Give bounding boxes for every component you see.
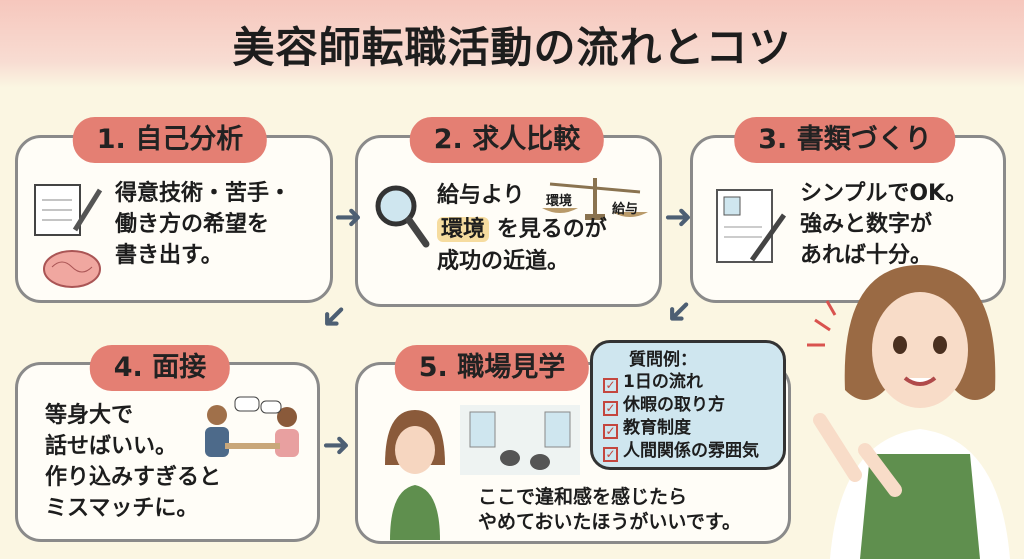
step-4-card: [15, 362, 320, 542]
magnifier-icon: [375, 185, 430, 248]
scale-label-salary: 給与: [612, 202, 639, 217]
resume-document-icon: [716, 189, 787, 263]
highlight-environment: 環境: [437, 217, 490, 242]
notepad-pen-icon: [34, 184, 103, 236]
checklist-item: ✓教育制度: [603, 417, 773, 440]
scale-label-environment: 環境: [546, 194, 573, 209]
step-4-text: 等身大で話せばいい。作り込みすぎるとミスマッチに。: [45, 403, 222, 521]
checklist-item: ✓1日の流れ: [603, 371, 773, 394]
checkbox-icon: ✓: [603, 401, 618, 416]
checklist-item: ✓休暇の取り方: [603, 394, 773, 417]
arrow-right-icon: ➜: [334, 197, 363, 237]
step-2-line-3: 成功の近道。: [437, 249, 570, 274]
arrow-right-icon: ➜: [664, 197, 693, 237]
step-3-label: 3. 書類づくり: [734, 117, 956, 163]
pointing-woman-illustration: [807, 265, 1010, 559]
arrow-right-icon: ➜: [322, 425, 351, 465]
arrow-down-left-icon: ➜: [655, 287, 704, 337]
step-5-label: 5. 職場見学: [394, 345, 590, 391]
arrow-down-left-icon: ➜: [310, 292, 359, 342]
step-2-line-2: 環境 を見るのが: [437, 214, 607, 245]
title-banner: [0, 0, 1024, 88]
step-5-text: ここで違和感を感じたらやめておいたほうがいいです。: [478, 486, 741, 533]
question-examples-bubble: 質問例： ✓1日の流れ ✓休暇の取り方 ✓教育制度 ✓人間関係の雰囲気: [590, 340, 786, 470]
balance-scale-icon: [542, 178, 648, 220]
worried-stylist-illustration: [385, 410, 445, 540]
step-4-label: 4. 面接: [89, 345, 231, 391]
checkbox-icon: ✓: [603, 447, 618, 462]
checkbox-icon: ✓: [603, 378, 618, 393]
brain-icon: [43, 250, 101, 288]
step-2-label: 2. 求人比較: [409, 117, 605, 163]
step-2-line-1: 給与より: [437, 183, 525, 208]
bubble-heading: 質問例：: [629, 350, 697, 370]
step-3-text: シンプルでOK。強みと数字があれば十分。: [800, 181, 968, 268]
step-1-label: 1. 自己分析: [72, 117, 268, 163]
interview-illustration: [205, 396, 299, 457]
checkbox-icon: ✓: [603, 424, 618, 439]
step-1-text: 得意技術・苦手・働き方の希望を書き出す。: [115, 181, 292, 268]
salon-interior-illustration: [460, 405, 580, 475]
page-title: 美容師転職活動の流れとコツ: [232, 23, 792, 72]
checklist-item: ✓人間関係の雰囲気: [603, 440, 773, 463]
